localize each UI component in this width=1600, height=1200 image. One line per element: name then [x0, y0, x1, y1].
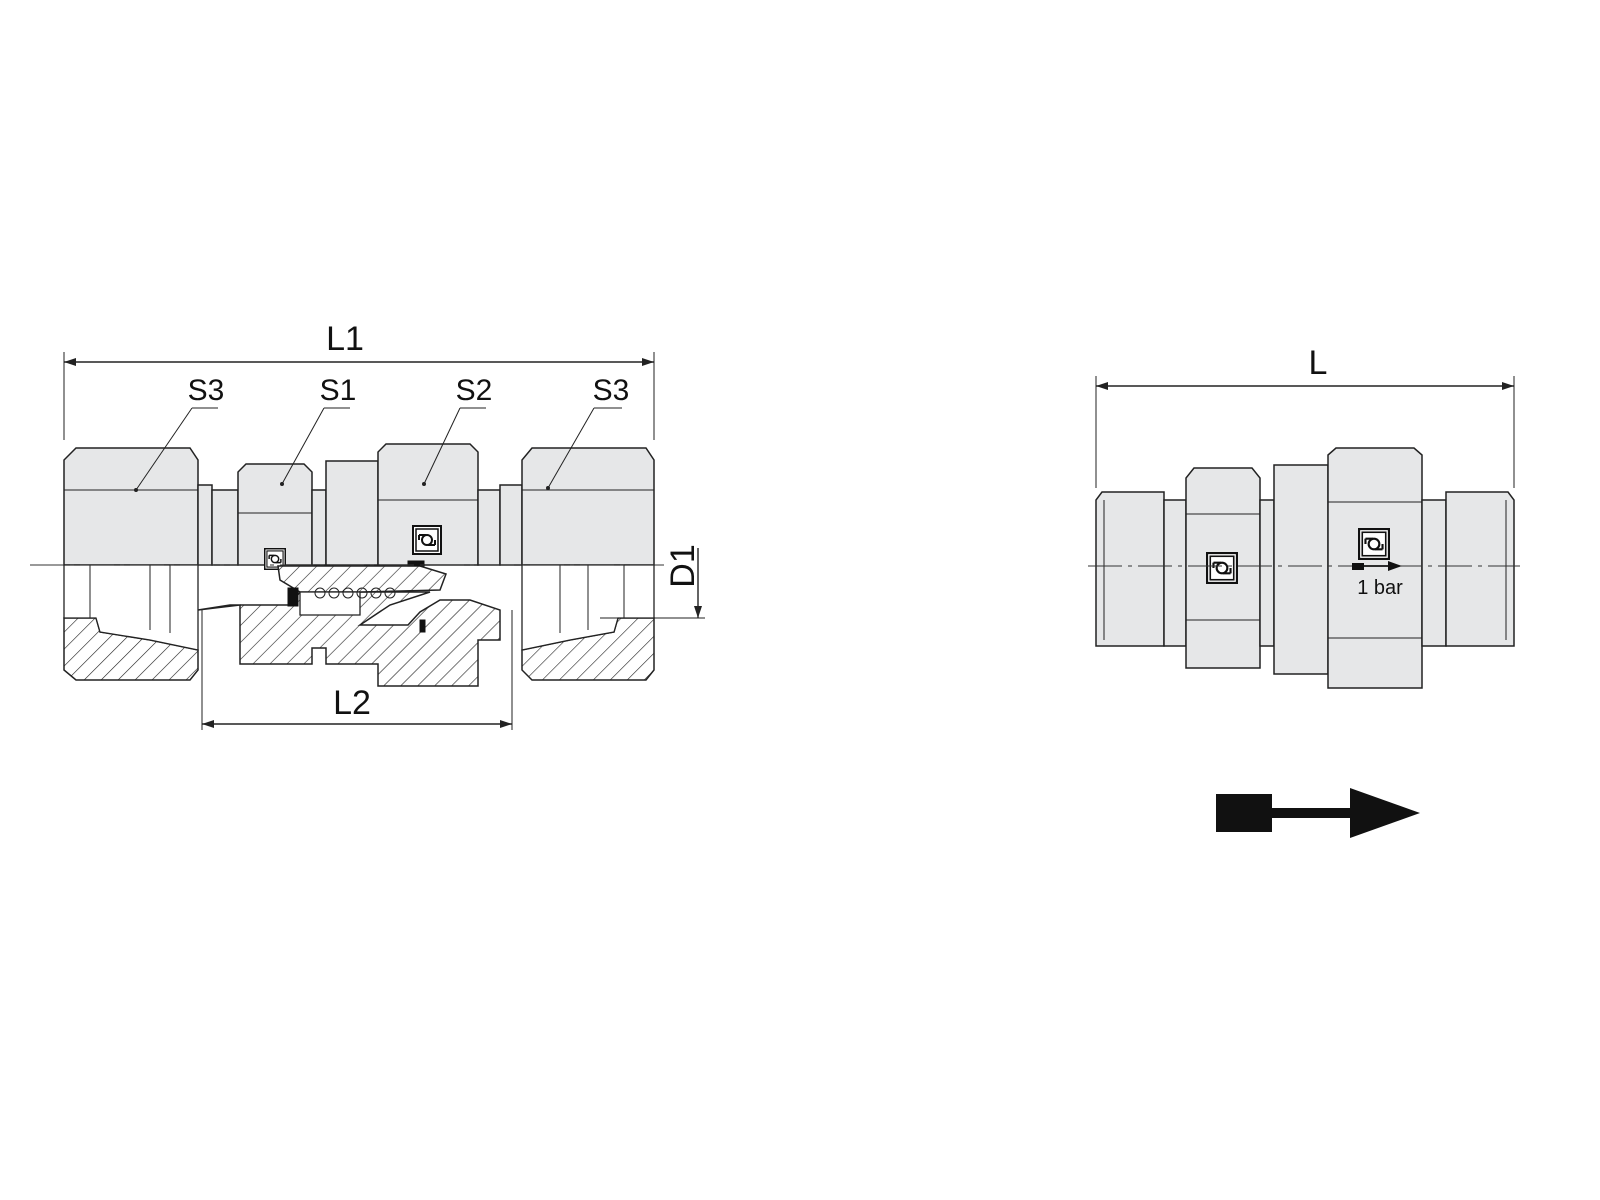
callout-label: S1 — [320, 374, 357, 407]
section-view: L1 L2 D1 S3 S1 — [30, 320, 705, 730]
flow-direction-arrow-icon — [1216, 788, 1420, 838]
body-collar — [325, 460, 379, 566]
callout-label: S3 — [593, 374, 630, 407]
dimension-label: D1 — [664, 544, 702, 587]
callouts: S3 S1 S2 S3 — [134, 374, 629, 492]
left-thread-end — [1095, 491, 1165, 647]
right-thread-end — [1445, 491, 1515, 647]
left-nut — [63, 447, 199, 566]
middle-sleeve — [311, 489, 327, 566]
pressure-indicator: 1 bar — [1352, 561, 1403, 599]
logo-icon — [1358, 528, 1390, 560]
dimension-label: L — [1309, 344, 1328, 382]
dimension-label: L1 — [326, 320, 364, 358]
dimension-label: L2 — [333, 684, 371, 722]
dimension-l1: L1 — [63, 320, 655, 440]
section-view-cut — [63, 560, 655, 687]
dimension-l: L — [1095, 344, 1515, 488]
dimension-d1: D1 — [600, 544, 705, 619]
right-nut — [521, 447, 655, 566]
spring — [314, 587, 396, 599]
valve-body-section — [197, 591, 501, 687]
side-hex-s2 — [1327, 447, 1423, 689]
pressure-label: 1 bar — [1357, 577, 1403, 599]
left-tube-stub — [197, 484, 213, 566]
dimension-l2: L2 — [201, 610, 513, 730]
callout-label: S3 — [188, 374, 225, 407]
side-collar — [1273, 464, 1329, 675]
logo-icon — [412, 525, 442, 555]
side-view: 1 bar L — [1088, 344, 1520, 838]
callout-label: S2 — [456, 374, 493, 407]
logo-icon — [1206, 552, 1238, 584]
section-view-exterior — [63, 443, 655, 570]
seal — [287, 587, 299, 607]
